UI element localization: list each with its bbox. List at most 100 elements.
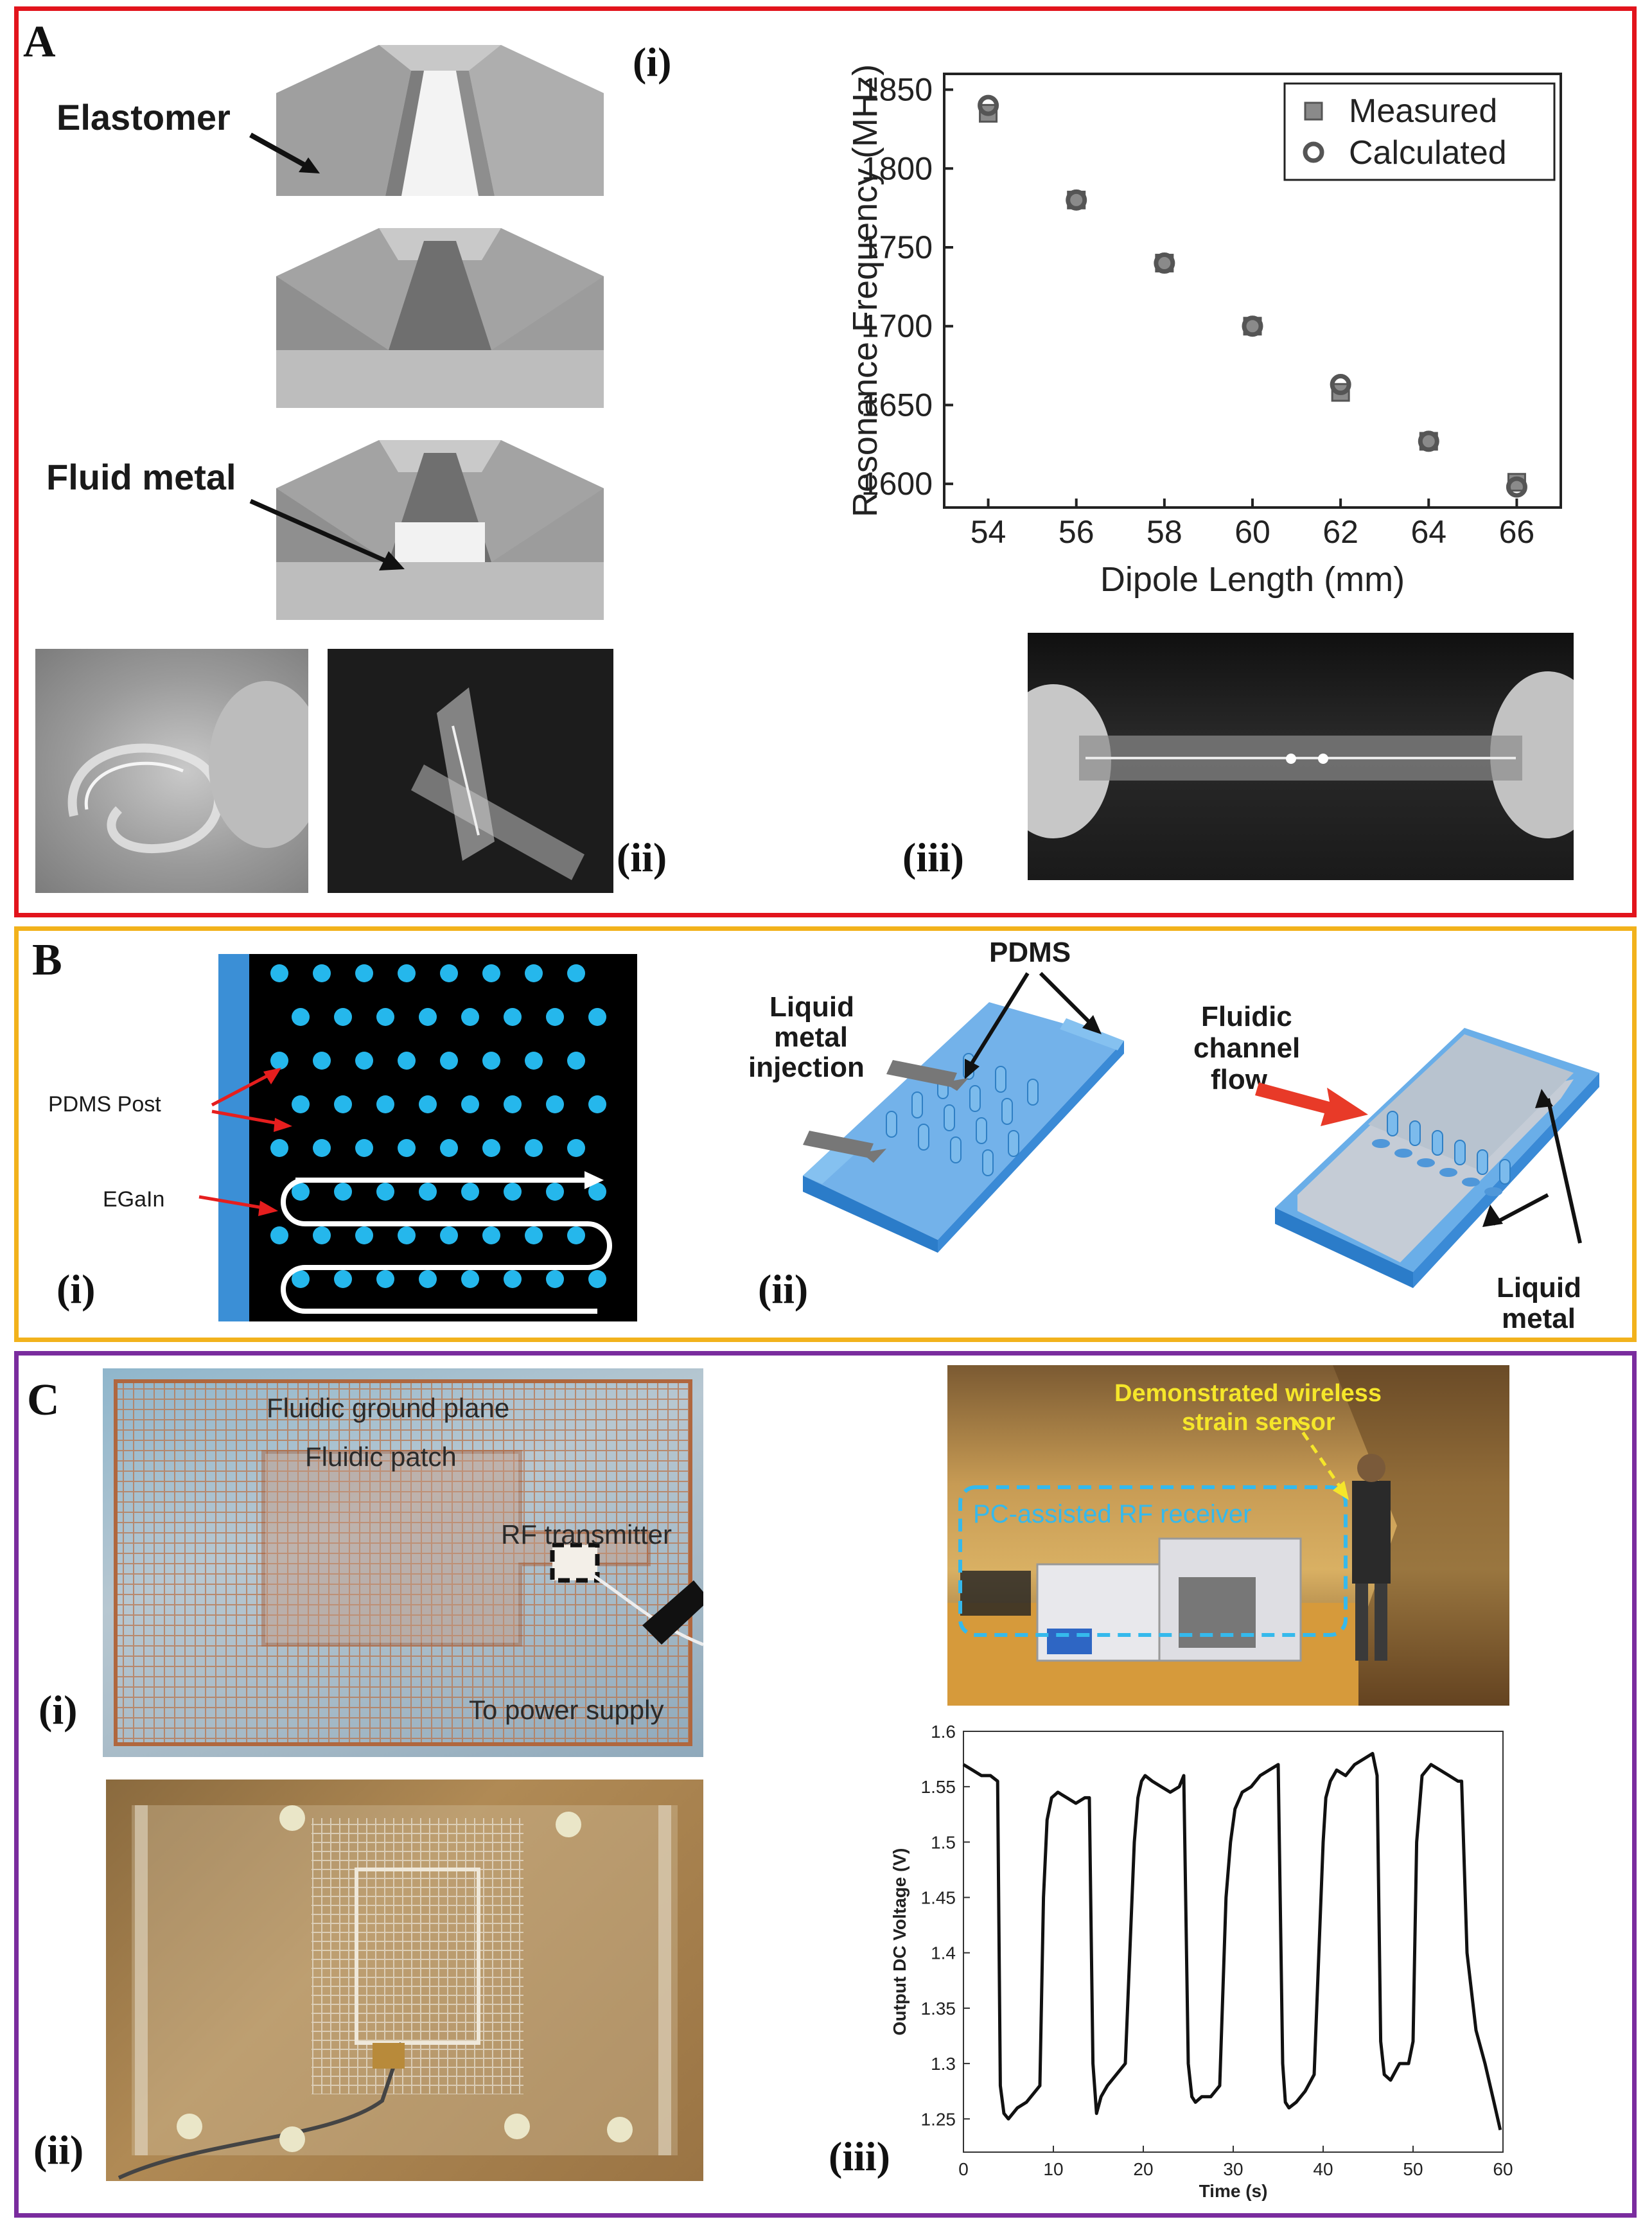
flow-arrow — [1255, 1082, 1368, 1126]
y-tick-label: 1.3 — [931, 2054, 956, 2074]
panel-c-sub-i: (i) — [39, 1687, 78, 1733]
pdms-post-dot — [419, 1270, 437, 1288]
elastomer-arrow — [249, 132, 320, 173]
panel-a-sub-iii: (iii) — [902, 835, 964, 880]
pdms-post-dot — [313, 964, 331, 982]
panel-b-sub-i: (i) — [57, 1266, 96, 1312]
y-tick-label: 1850 — [861, 72, 933, 108]
pdms-post-dot — [504, 1095, 522, 1113]
wireless-sensor-label-1: Demonstrated wireless — [1114, 1380, 1382, 1407]
pdms-post-dot — [546, 1095, 564, 1113]
y-tick-label: 1800 — [861, 150, 933, 186]
injection-label-2: metal — [774, 1021, 848, 1053]
pdms-post-dot — [355, 1226, 373, 1244]
pdms-post-dot — [567, 1052, 585, 1070]
y-tick-label: 1700 — [861, 308, 933, 344]
injection-label-3: injection — [748, 1052, 865, 1083]
pdms-post-dot — [313, 1139, 331, 1157]
photo-wireless-strain-demo — [947, 1365, 1509, 1706]
flow-label-1: Fluidic — [1201, 1001, 1292, 1032]
pdms-post-dot — [419, 1008, 437, 1026]
flow-label-2: channel — [1193, 1032, 1301, 1064]
pdms-post-dot — [440, 1052, 458, 1070]
wireless-sensor-label-2: strain sensor — [1182, 1409, 1335, 1436]
pdms-post-dot — [482, 964, 500, 982]
panel-c-sub-iii: (iii) — [829, 2133, 890, 2179]
x-axis-label: Dipole Length (mm) — [1100, 560, 1405, 599]
calculated-point — [1418, 430, 1439, 452]
legend-marker-measured — [1304, 102, 1323, 121]
open-channel-block — [276, 45, 604, 196]
pdms-post-label: PDMS Post — [48, 1092, 161, 1117]
pdms-post-dot — [355, 964, 373, 982]
pdms-post-dot — [588, 1008, 606, 1026]
x-tick-label: 62 — [1322, 514, 1358, 550]
x-tick-label: 54 — [971, 514, 1006, 550]
pdms-post-dot — [588, 1270, 606, 1288]
pdms-post-dot — [546, 1270, 564, 1288]
pdms-post-dot — [376, 1270, 394, 1288]
liquid-metal-arrows — [1482, 1089, 1582, 1244]
pdms-post-dot — [398, 1226, 416, 1244]
pdms-post-dot — [440, 1139, 458, 1157]
panel-a-sub-i: (i) — [633, 39, 672, 85]
pdms-post-dot — [334, 1008, 352, 1026]
calculated-point — [1242, 315, 1263, 337]
x-tick-label: 56 — [1059, 514, 1094, 550]
pdms-post-dot — [292, 1270, 310, 1288]
calculated-point — [1506, 476, 1527, 498]
pdms-post-dot — [270, 1139, 288, 1157]
y-axis-label: Resonance Frequency (MHz) — [848, 64, 884, 517]
y-tick-label: 1.45 — [921, 1888, 956, 1908]
pdms-post-dot — [567, 964, 585, 982]
pdms-post-dot — [419, 1183, 437, 1201]
pdms-post-dot — [376, 1183, 394, 1201]
panel-a — [14, 6, 1637, 917]
injection-arrows — [803, 1060, 969, 1163]
rf-receiver-label: PC-assisted RF receiver — [973, 1500, 1252, 1528]
pdms-post-dot — [398, 1139, 416, 1157]
pdms-post-dot — [440, 964, 458, 982]
panel-a-sub-ii: (ii) — [617, 835, 667, 880]
pdms-post-dot — [461, 1270, 479, 1288]
pdms-arrows — [965, 971, 1102, 1079]
y-tick-label: 1.6 — [931, 1722, 956, 1742]
pdms-post-dot — [525, 1139, 543, 1157]
sealed-channel-block — [276, 228, 604, 408]
x-tick-label: 40 — [1313, 2159, 1333, 2179]
filled-channel-block — [276, 440, 604, 620]
x-tick-label: 64 — [1410, 514, 1446, 550]
pdms-post-arrows — [211, 1068, 292, 1132]
y-tick-label: 1600 — [861, 466, 933, 502]
calculated-point — [1154, 252, 1175, 274]
x-tick-label: 66 — [1499, 514, 1535, 550]
pdms-post-dot — [292, 1008, 310, 1026]
pdms-post-dot — [334, 1095, 352, 1113]
egain-label: EGaIn — [103, 1187, 165, 1212]
pdms-post-dot — [398, 1052, 416, 1070]
x-tick-label: 60 — [1235, 514, 1270, 550]
pdms-post-dot — [398, 964, 416, 982]
panel-b — [14, 926, 1637, 1342]
pdms-post-dot — [504, 1008, 522, 1026]
pdms-post-dots — [270, 964, 606, 1288]
rf-transmitter-label: RF transmitter — [501, 1519, 672, 1550]
panel-c — [14, 1351, 1637, 2218]
fluid-metal-label: Fluid metal — [46, 457, 236, 497]
legend-box — [1283, 82, 1556, 181]
pdms-post-dot — [546, 1183, 564, 1201]
pdms-post-dot — [504, 1270, 522, 1288]
legend-label-measured: Measured — [1349, 93, 1497, 130]
photo-stretched-dipole — [1028, 633, 1574, 880]
legend-label-calculated: Calculated — [1349, 134, 1507, 172]
patch-label: Fluidic patch — [305, 1442, 457, 1472]
pdms-post-dot — [525, 964, 543, 982]
pdms-post-dot — [567, 1139, 585, 1157]
channel-fabrication-diagram — [276, 45, 604, 620]
legend-marker-calculated — [1303, 141, 1324, 163]
calculated-point — [978, 94, 999, 116]
y-tick-label: 1.5 — [931, 1832, 956, 1852]
x-tick-label: 58 — [1147, 514, 1182, 550]
ground-plane-label: Fluidic ground plane — [267, 1393, 510, 1423]
